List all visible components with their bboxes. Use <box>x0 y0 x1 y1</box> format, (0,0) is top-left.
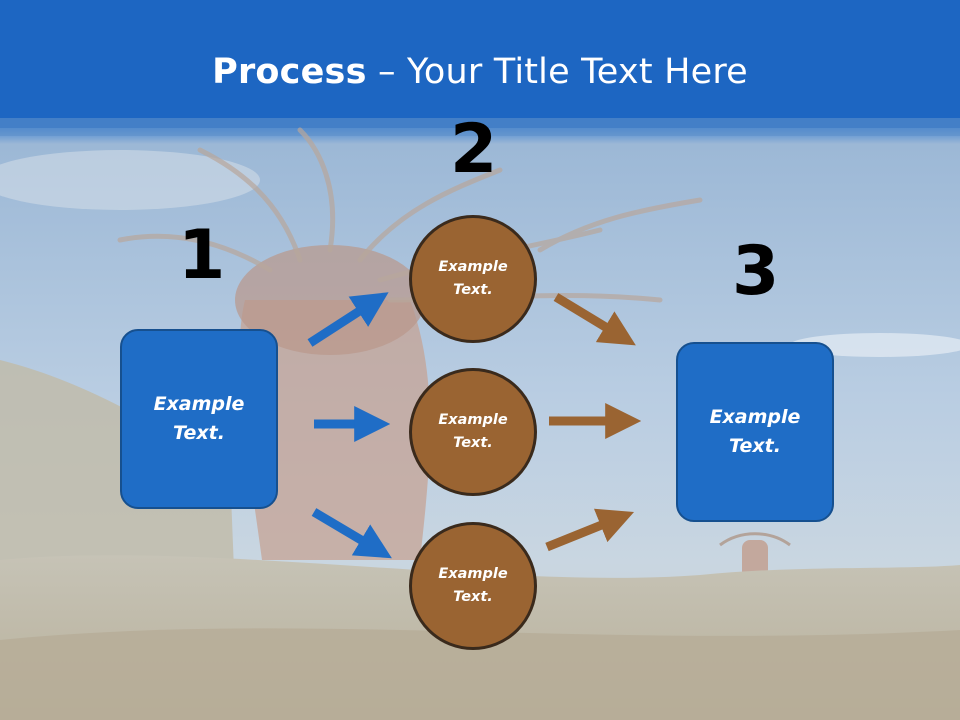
step-number-3: 3 <box>732 232 780 311</box>
step-3-text: Example Text. <box>709 406 801 457</box>
arrow-1-to-top <box>307 292 389 347</box>
step-number-2: 2 <box>450 110 498 189</box>
step-2-circle-middle[interactable]: Example Text. <box>409 368 537 496</box>
step-3-box[interactable]: Example Text. <box>676 342 834 522</box>
arrow-1-to-bottom <box>311 508 392 559</box>
arrow-top-to-3 <box>553 293 636 346</box>
step-2-circle-bottom[interactable]: Example Text. <box>409 522 537 650</box>
arrow-bottom-to-3 <box>545 508 635 552</box>
circle-top-text: Example Text. <box>438 259 508 298</box>
title-rest: – Your Title Text Here <box>366 52 748 92</box>
step-1-box[interactable]: Example Text. <box>120 329 278 509</box>
step-1-text: Example Text. <box>153 393 245 444</box>
slide-title: Process – Your Title Text Here <box>0 52 960 92</box>
circle-bottom-text: Example Text. <box>438 566 508 605</box>
step-number-1: 1 <box>178 216 226 295</box>
title-bold: Process <box>212 52 367 92</box>
step-2-circle-top[interactable]: Example Text. <box>409 215 537 343</box>
circle-middle-text: Example Text. <box>438 412 508 451</box>
